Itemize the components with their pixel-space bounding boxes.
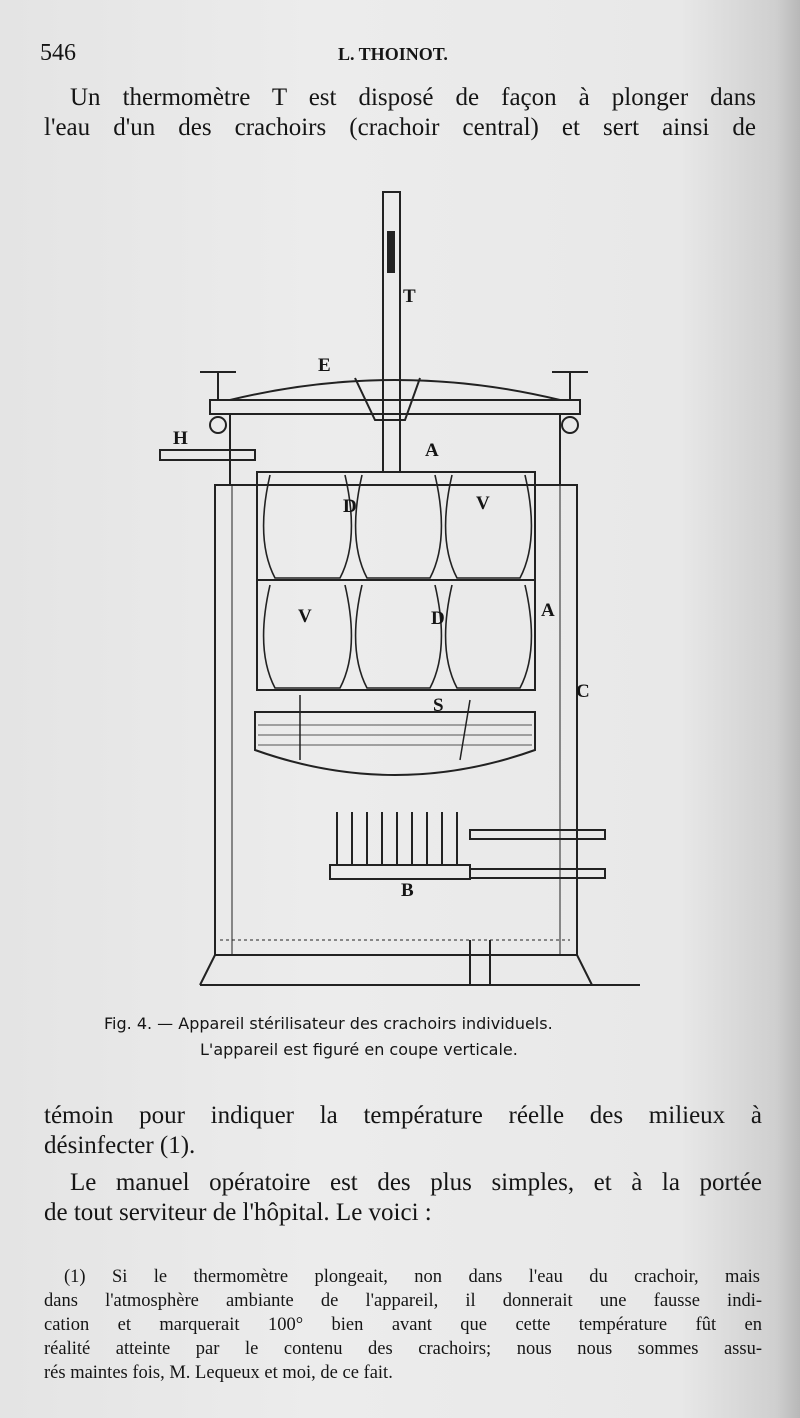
water-bath bbox=[254, 711, 536, 776]
body-line: Un thermomètre T est disposé de façon à … bbox=[70, 84, 756, 111]
burner bbox=[329, 812, 606, 880]
figure-caption: Fig. 4. — Appareil stérilisateur des cra… bbox=[104, 1014, 553, 1033]
body-line: Le manuel opératoire est des plus simple… bbox=[70, 1169, 762, 1196]
label-T: T bbox=[403, 286, 416, 307]
label-C: C bbox=[576, 681, 590, 702]
label-B: B bbox=[401, 880, 414, 901]
label-D: D bbox=[431, 608, 445, 629]
apparatus-illustration bbox=[159, 191, 640, 986]
label-E: E bbox=[318, 355, 331, 376]
label-V: V bbox=[476, 493, 490, 514]
footnote-line: dans l'atmosphère ambiante de l'appareil… bbox=[44, 1291, 762, 1311]
label-H: H bbox=[173, 428, 188, 449]
pipe-h bbox=[159, 449, 256, 461]
cups bbox=[262, 474, 533, 689]
body-line: désinfecter (1). bbox=[44, 1132, 196, 1159]
lid bbox=[229, 379, 561, 401]
label-S: S bbox=[433, 695, 444, 716]
body-line: l'eau d'un des crachoirs (crachoir centr… bbox=[44, 114, 756, 141]
label-A: A bbox=[425, 440, 439, 461]
footnote-line: cation et marquerait 100° bien avant que… bbox=[44, 1315, 762, 1335]
outer-tank bbox=[214, 484, 578, 956]
body-line: témoin pour indiquer la température réel… bbox=[44, 1102, 762, 1129]
page-number: 546 bbox=[40, 40, 76, 66]
running-title: L. THOINOT. bbox=[338, 44, 448, 64]
footnote-line: (1) Si le thermomètre plongeait, non dan… bbox=[64, 1267, 760, 1287]
footnote-line: rés maintes fois, M. Lequeux et moi, de … bbox=[44, 1363, 393, 1383]
figure-caption: L'appareil est figuré en coupe verticale… bbox=[200, 1040, 518, 1059]
label-V: V bbox=[298, 606, 312, 627]
footnote-line: réalité atteinte par le contenu des crac… bbox=[44, 1339, 762, 1359]
label-A: A bbox=[541, 600, 555, 621]
body-line: de tout serviteur de l'hôpital. Le voici… bbox=[44, 1199, 432, 1226]
label-D: D bbox=[343, 496, 357, 517]
